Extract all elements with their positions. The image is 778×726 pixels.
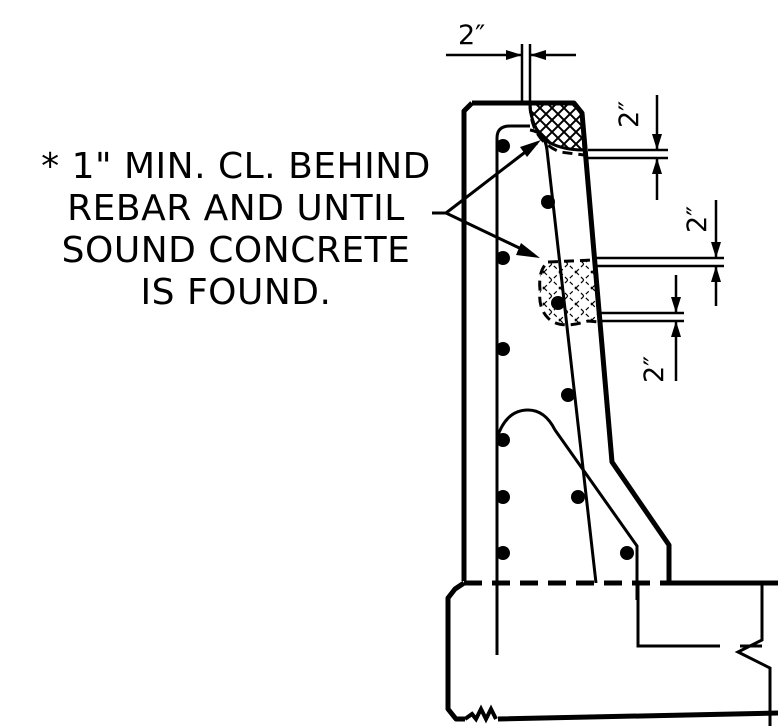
dim-middle-top-label: 2″	[682, 206, 713, 233]
dim-upper-arrow-up	[652, 158, 662, 174]
middle-repair-area	[538, 258, 602, 327]
leader-arrow-upper	[520, 140, 541, 157]
deck-slab-outline	[445, 580, 778, 722]
note-line-3: SOUND CONCRETE	[61, 230, 411, 271]
deck-break-squiggle	[463, 704, 498, 724]
rebar-back-bar	[529, 128, 598, 584]
dim-top-width-label: 2″	[458, 20, 485, 51]
dim-middle-bottom-arrow-up	[671, 321, 681, 337]
repair-note: * 1" MIN. CL. BEHIND REBAR AND UNTIL SOU…	[20, 146, 452, 314]
leader-arrow-middle	[516, 243, 540, 258]
dim-middle-top-arrow-down	[711, 242, 721, 258]
dim-top-arrow-right	[530, 50, 546, 60]
note-line-2: REBAR AND UNTIL	[67, 188, 405, 229]
dim-middle-top-arrow-up	[711, 266, 721, 282]
dim-upper-arrow-down	[652, 134, 662, 150]
rebar-hook-bar	[495, 408, 639, 600]
upper-repair-area	[528, 101, 586, 152]
note-leader	[432, 141, 538, 257]
rebar-front-stirrup	[495, 124, 530, 655]
dim-middle-bottom-label: 2″	[639, 356, 670, 383]
deck-break-symbol	[734, 583, 772, 726]
longitudinal-rebar	[496, 139, 634, 560]
deck-inner-lines	[636, 583, 762, 648]
dim-middle-bottom-arrow-down	[671, 297, 681, 313]
note-line-4: IS FOUND.	[140, 272, 332, 313]
note-line-1: * 1" MIN. CL. BEHIND	[41, 146, 431, 187]
upper-repair-dashed-edge	[528, 102, 585, 157]
dim-upper-depth-label: 2″	[614, 101, 645, 128]
dim-top-arrow-left	[506, 50, 522, 60]
